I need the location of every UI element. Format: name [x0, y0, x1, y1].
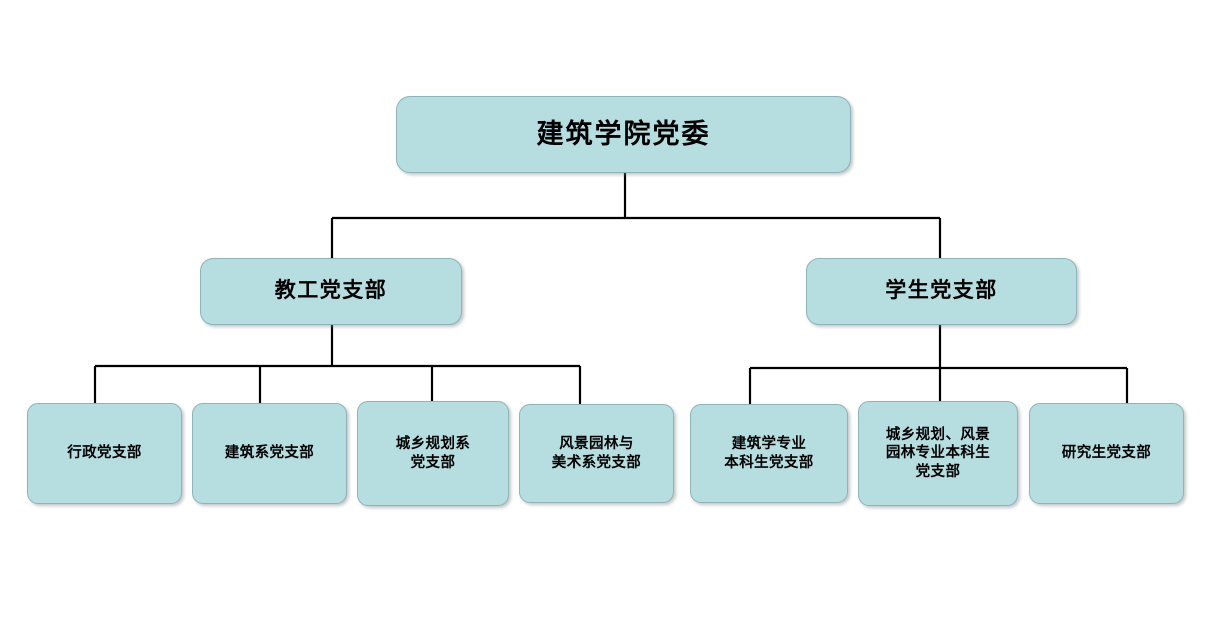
org-node-leaf[interactable]: 研究生党支部: [1029, 403, 1184, 504]
org-node-leaf-label: 城乡规划系 党支部: [395, 436, 471, 471]
org-node-leaf[interactable]: 风景园林与 美术系党支部: [519, 404, 674, 503]
org-node-branch-left-label: 教工党支部: [274, 279, 388, 303]
org-node-leaf[interactable]: 建筑学专业 本科生党支部: [690, 404, 848, 503]
org-node-branch-right[interactable]: 学生党支部: [806, 258, 1077, 325]
org-node-leaf[interactable]: 城乡规划、风景 园林专业本科生 党支部: [858, 401, 1018, 506]
org-node-leaf[interactable]: 建筑系党支部: [192, 403, 347, 504]
org-node-root[interactable]: 建筑学院党委: [396, 96, 851, 173]
org-node-branch-left[interactable]: 教工党支部: [200, 258, 462, 325]
org-node-leaf-label: 研究生党支部: [1061, 445, 1152, 462]
org-node-leaf-label: 建筑系党支部: [224, 445, 315, 462]
org-node-leaf[interactable]: 行政党支部: [27, 403, 182, 504]
org-node-leaf-label: 建筑学专业 本科生党支部: [724, 436, 814, 471]
org-node-root-label: 建筑学院党委: [536, 118, 711, 149]
org-node-leaf-label: 城乡规划、风景 园林专业本科生 党支部: [885, 427, 991, 480]
org-node-branch-right-label: 学生党支部: [885, 279, 998, 303]
org-node-leaf-label: 行政党支部: [67, 445, 142, 462]
org-node-leaf[interactable]: 城乡规划系 党支部: [357, 401, 509, 506]
org-node-leaf-label: 风景园林与 美术系党支部: [551, 436, 642, 471]
